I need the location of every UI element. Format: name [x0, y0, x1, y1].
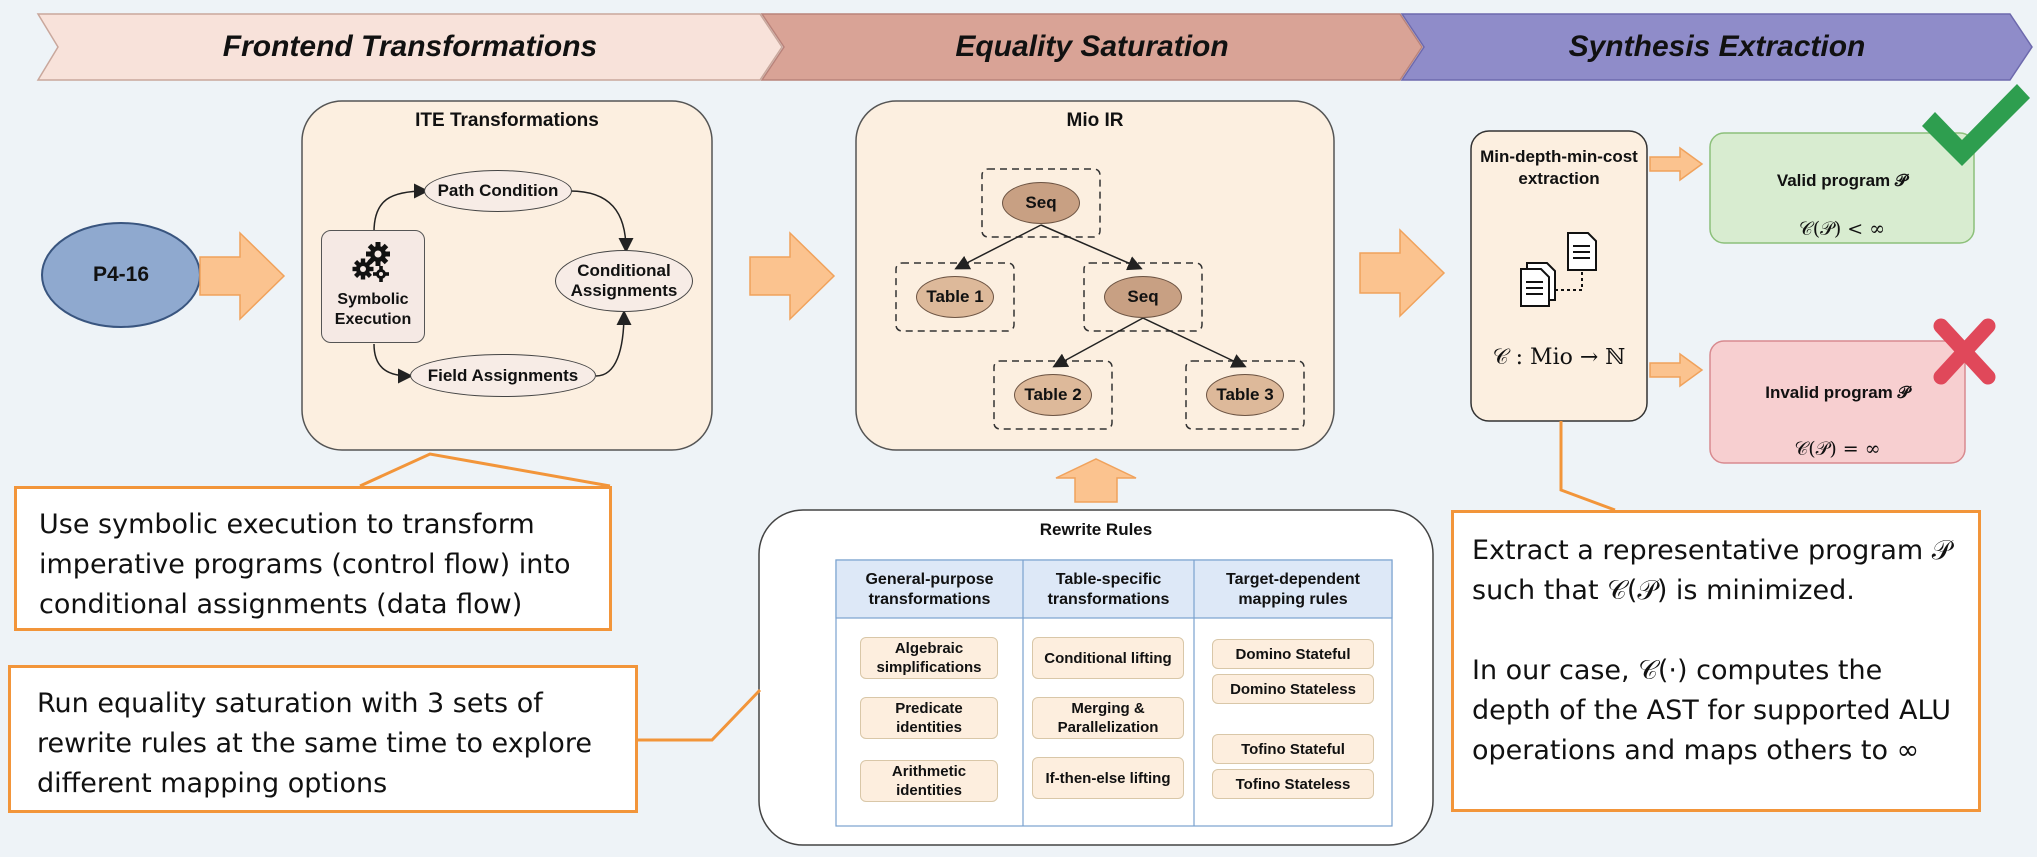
- rule-tofino-stateful: Tofino Stateful: [1212, 734, 1374, 764]
- ite-edge-field-cond: [595, 310, 632, 377]
- input-label: P4-16: [92, 263, 150, 286]
- mio-edge-3: [1052, 317, 1144, 368]
- callout-extraction-p2: In our case, 𝒞(·) computes the depth of …: [1472, 655, 1951, 766]
- callout-saturation: Run equality saturation with 3 sets of r…: [8, 665, 638, 813]
- cross-icon: [1933, 318, 1996, 385]
- ite-edge-path: [373, 183, 429, 233]
- ite-edge-field: [373, 343, 413, 384]
- rule-domino-stateless: Domino Stateless: [1212, 674, 1374, 704]
- stage-chevron-extraction: [1400, 13, 2033, 81]
- stage-chevron-frontend: [36, 13, 783, 81]
- extraction-panel: [1470, 130, 1648, 422]
- table2-node: Table 2: [1014, 374, 1092, 416]
- valid-box: [1709, 132, 1975, 244]
- flow-arrow-2: [749, 231, 836, 321]
- callout-line-saturation: [638, 688, 762, 742]
- stage-banner: [36, 13, 2033, 81]
- stage-label-frontend: Frontend Transformations: [222, 30, 598, 63]
- path-condition-node: Path Condition: [424, 170, 572, 212]
- rule-arithmetic: Arithmetic identities: [860, 760, 998, 802]
- stage-label-extraction: Synthesis Extraction: [1568, 30, 1866, 63]
- rewrite-up-arrow: [1055, 458, 1137, 503]
- callout-extraction-p1: Extract a representative program 𝒫 such …: [1472, 535, 1952, 606]
- invalid-box: [1709, 340, 1966, 464]
- conditional-assignments-node: Conditional Assignments: [555, 250, 693, 312]
- rule-tofino-stateless: Tofino Stateless: [1212, 769, 1374, 799]
- rule-ite-lifting: If-then-else lifting: [1032, 757, 1184, 799]
- symbolic-execution-box: Symbolic Execution: [321, 230, 425, 343]
- mio-edge-1: [954, 224, 1042, 270]
- table3-node: Table 3: [1206, 374, 1284, 416]
- valid-label: Valid program 𝒫: [1776, 171, 1908, 190]
- rule-predicate: Predicate identities: [860, 697, 998, 739]
- group-seq-top: [981, 168, 1101, 238]
- flow-arrow-3: [1359, 228, 1446, 318]
- invalid-condition: 𝒞(𝒫) = ∞: [1794, 438, 1881, 460]
- gears-icon: [352, 242, 390, 282]
- invalid-arrow: [1649, 352, 1704, 388]
- field-assignments-node: Field Assignments: [410, 354, 596, 397]
- mio-title: Mio IR: [1066, 110, 1124, 131]
- rule-domino-stateful: Domino Stateful: [1212, 639, 1374, 669]
- mio-panel: [855, 100, 1335, 451]
- seq-top-node: Seq: [1002, 182, 1080, 224]
- flow-arrow-1: [199, 231, 286, 321]
- callout-saturation-text: Run equality saturation with 3 sets of r…: [37, 688, 592, 799]
- rule-col-header-target: Target-dependent mapping rules: [1226, 570, 1360, 608]
- rule-merging: Merging & Parallelization: [1032, 697, 1184, 739]
- extraction-title: Min-depth-min-cost extraction: [1480, 147, 1638, 188]
- callout-line-frontend: [359, 452, 611, 488]
- seq-mid-node: Seq: [1104, 276, 1182, 318]
- ite-edge-path-cond: [569, 190, 634, 253]
- callout-extraction: Extract a representative program 𝒫 such …: [1451, 510, 1981, 812]
- mio-edge-4: [1142, 317, 1247, 368]
- callout-line-extraction: [1559, 421, 1616, 512]
- rule-algebraic: Algebraic simplifications: [860, 637, 998, 679]
- rule-conditional-lifting: Conditional lifting: [1032, 637, 1184, 679]
- check-icon: [1922, 84, 2030, 166]
- group-seq-mid: [1083, 262, 1203, 332]
- stage-label-saturation: Equality Saturation: [955, 30, 1229, 63]
- rewrite-title: Rewrite Rules: [1039, 520, 1153, 539]
- rule-col-header-table: Table-specific transformations: [1047, 570, 1170, 608]
- cost-function-label: 𝒞 : Mio → ℕ: [1492, 344, 1626, 370]
- documents-icon: [1520, 232, 1597, 307]
- callout-frontend: Use symbolic execution to transform impe…: [14, 486, 612, 631]
- valid-arrow: [1649, 146, 1704, 182]
- mio-edge-2: [1040, 224, 1143, 271]
- rewrite-header-row: [835, 559, 1393, 619]
- symbolic-execution-label: Symbolic Execution: [334, 291, 412, 328]
- rule-col-header-general: General-purpose transformations: [865, 570, 994, 608]
- table1-node: Table 1: [916, 276, 994, 318]
- stage-chevron-saturation: [760, 13, 1423, 81]
- ite-title: ITE Transformations: [415, 110, 599, 131]
- ite-panel: [301, 100, 713, 451]
- callout-frontend-text: Use symbolic execution to transform impe…: [39, 509, 571, 620]
- invalid-label: Invalid program 𝒫: [1765, 383, 1910, 402]
- valid-condition: 𝒞(𝒫) < ∞: [1798, 218, 1886, 240]
